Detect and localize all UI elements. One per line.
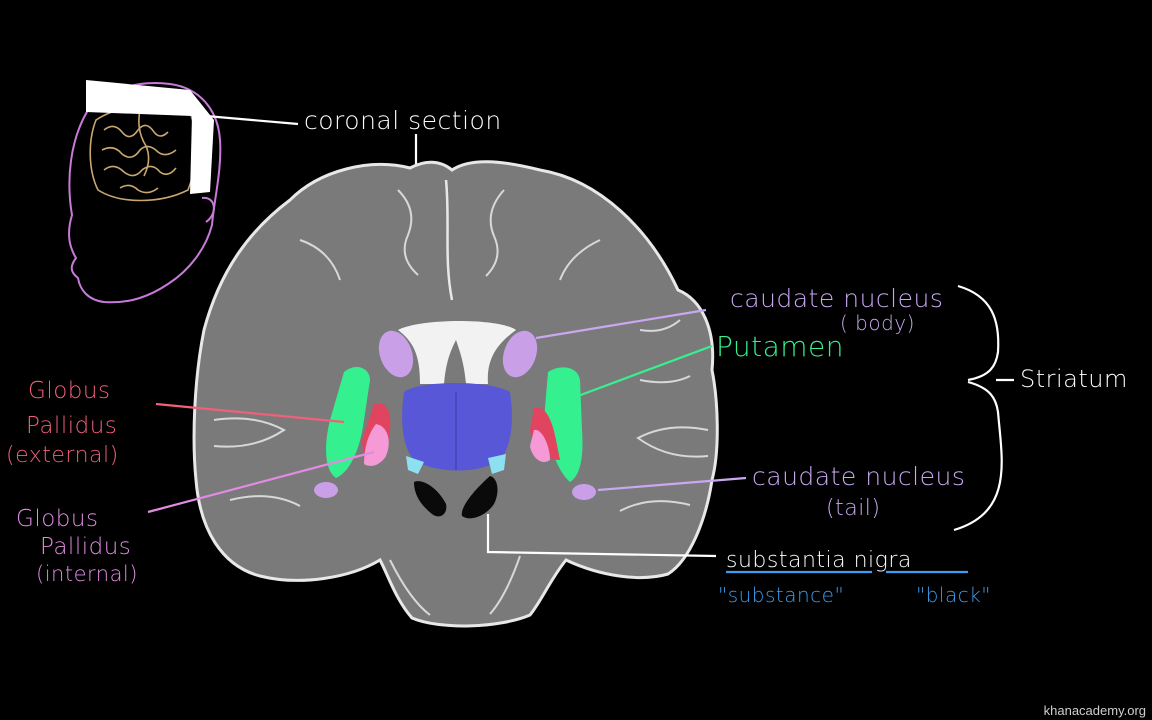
label-black: "black" [916, 583, 991, 607]
label-caudate-tail: caudate nucleus [752, 462, 966, 491]
label-gp-internal-line3: (internal) [36, 562, 138, 586]
label-gp-internal-line1: Globus [16, 506, 99, 532]
coronal-plane-marker [86, 80, 214, 194]
substantia-nigra-right [461, 476, 498, 519]
label-gp-external-line2: Pallidus [26, 413, 118, 439]
head-sketch [68, 82, 222, 304]
label-caudate-tail-sub: (tail) [826, 496, 881, 521]
brand-watermark: khanacademy.org [1043, 703, 1146, 718]
label-substantia-nigra: substantia nigra [726, 548, 912, 573]
label-gp-external-line3: (external) [6, 443, 119, 468]
lateral-ventricles [398, 321, 516, 384]
caudate-tail-left [314, 482, 338, 498]
label-caudate-body-sub: ( body) [840, 311, 915, 335]
label-substance: "substance" [718, 583, 845, 607]
subthalamic-right [488, 454, 506, 474]
substantia-nigra-left [414, 481, 447, 517]
label-putamen: Putamen [716, 330, 845, 363]
caudate-tail-right [572, 484, 596, 500]
label-caudate-body: caudate nucleus [730, 284, 944, 313]
subthalamic-left [406, 456, 424, 474]
label-gp-external-line1: Globus [28, 378, 111, 404]
label-striatum: Striatum [1020, 365, 1128, 393]
caudate-body-left [378, 330, 414, 378]
caudate-body-right [502, 330, 538, 378]
leader-lines [147, 114, 1014, 574]
globus-pallidus-internal-right [530, 429, 550, 463]
brain-gyri-sketch [89, 105, 197, 202]
putamen-left [326, 366, 370, 478]
label-coronal-section: coronal section [304, 106, 502, 135]
globus-pallidus-internal-left [364, 424, 389, 466]
label-gp-internal-line2: Pallidus [40, 534, 132, 560]
